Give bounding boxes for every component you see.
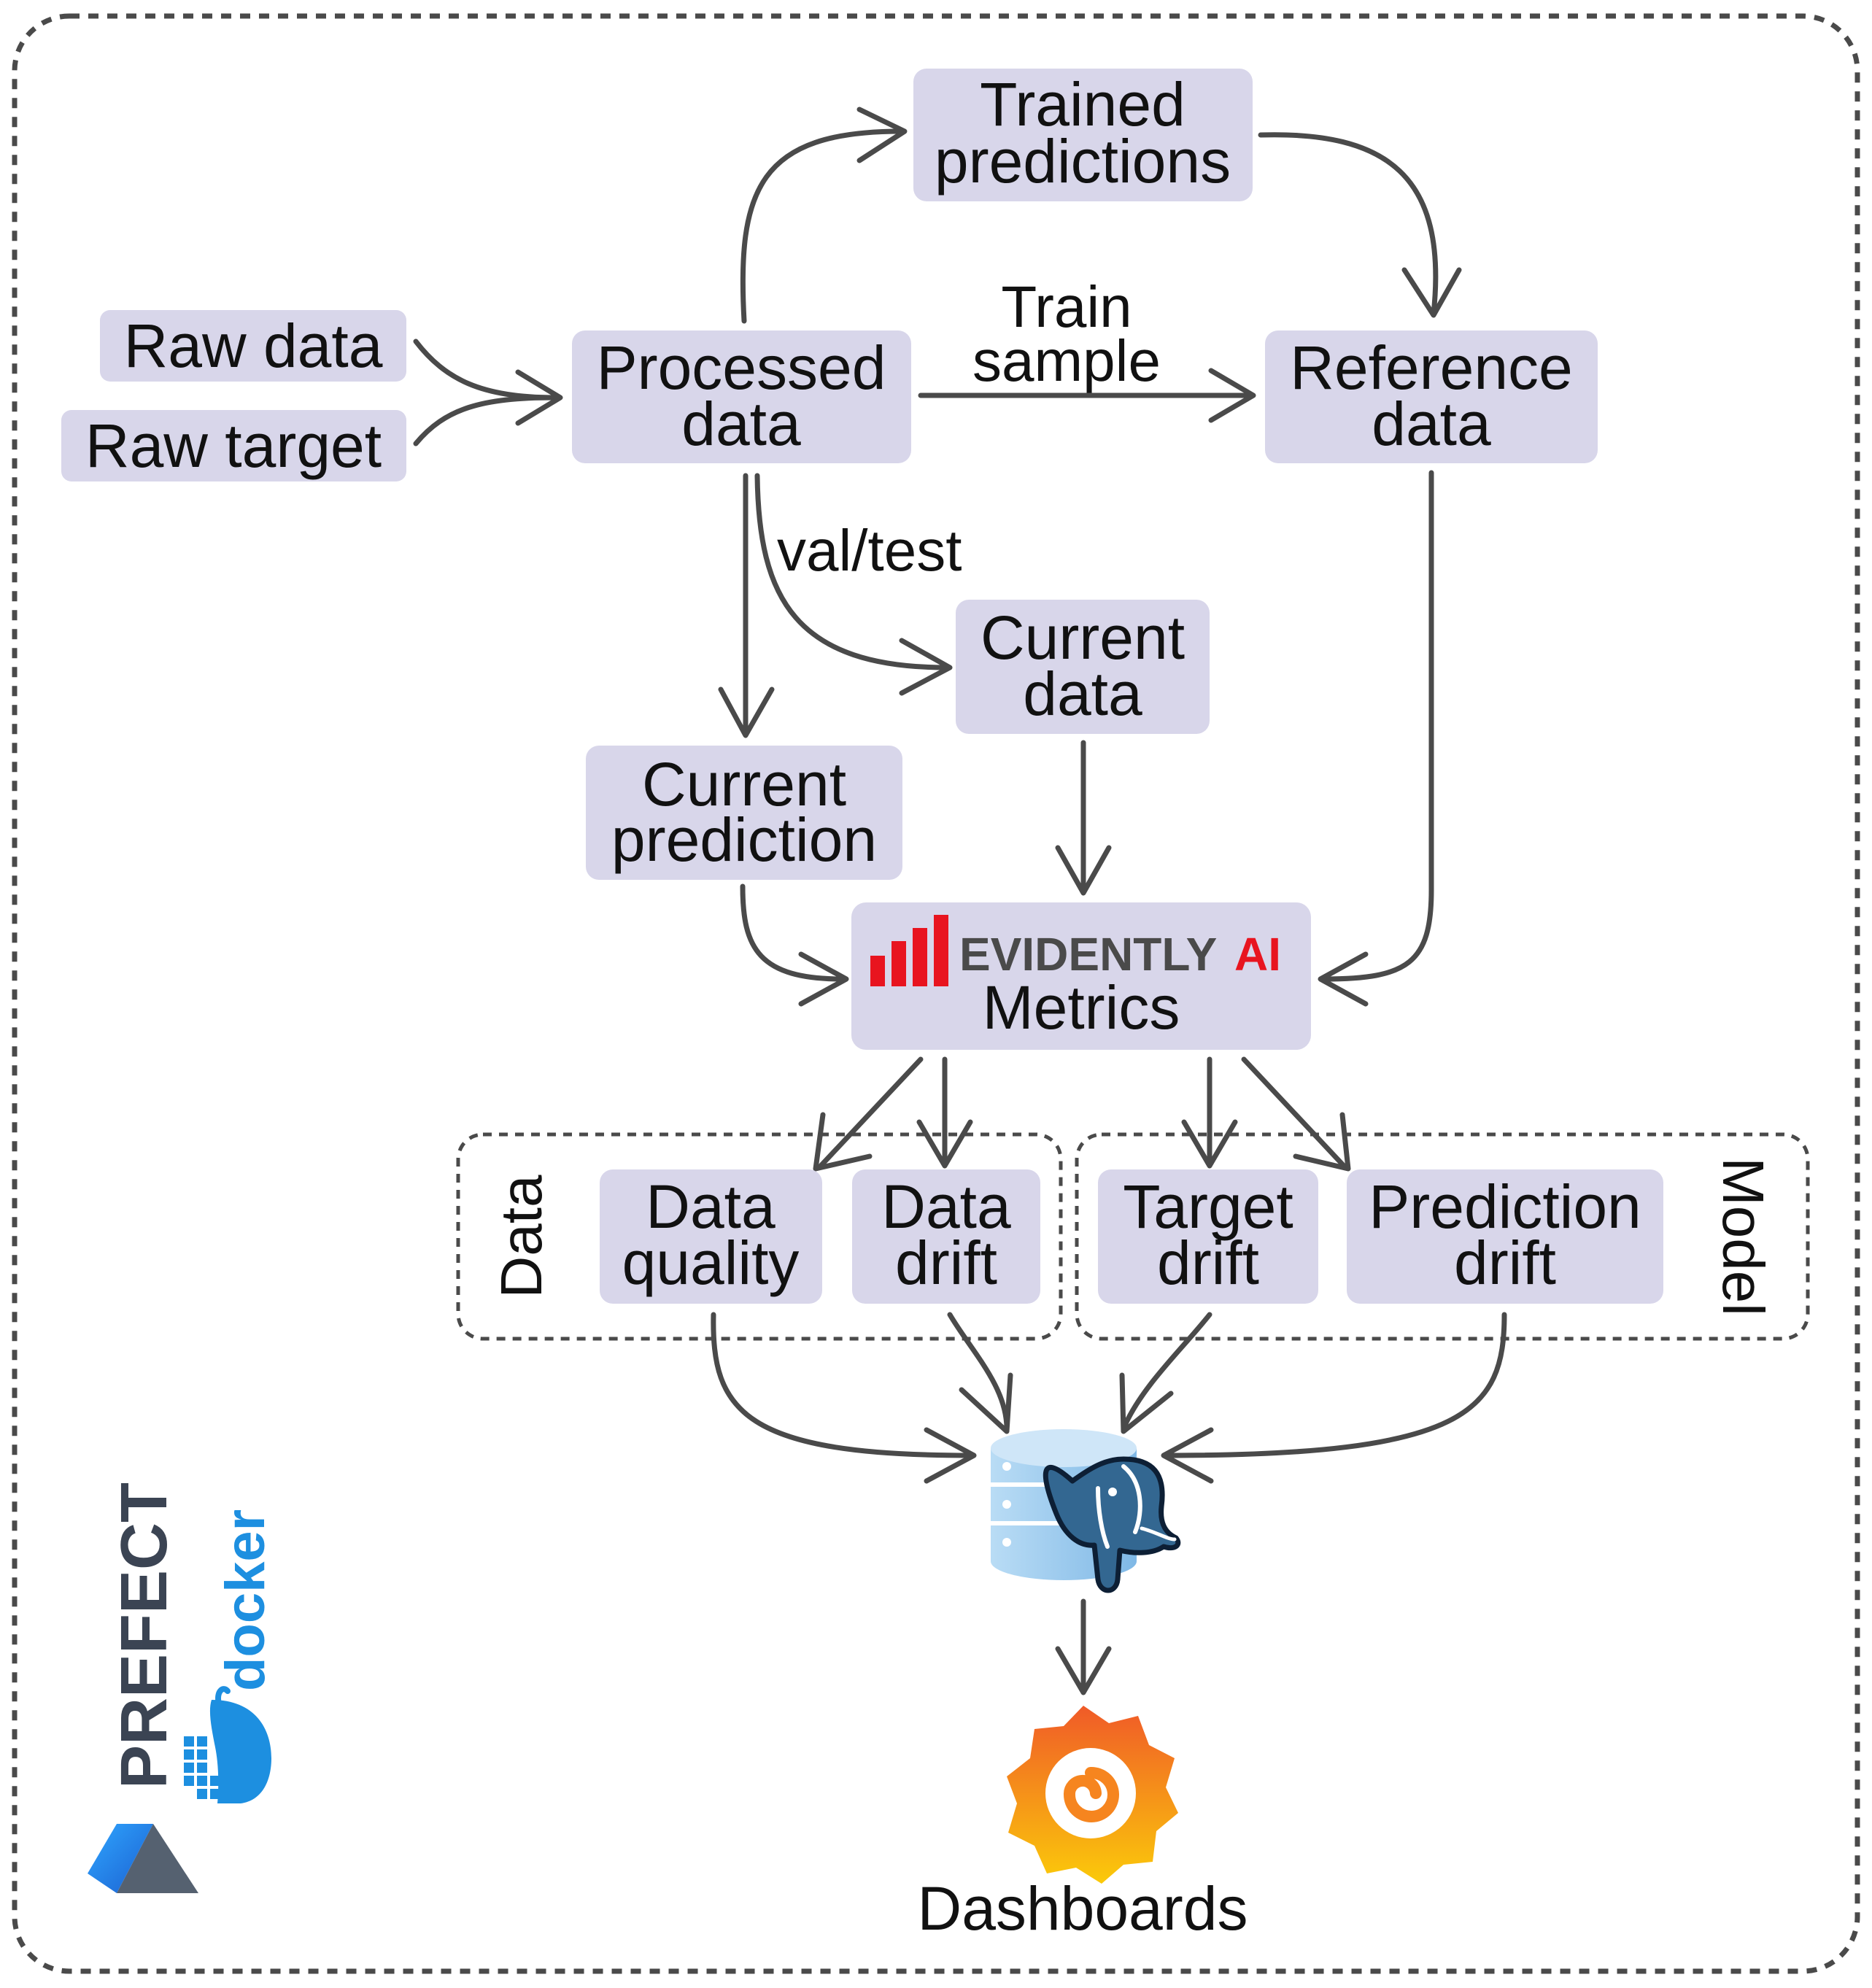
prefect-logo: PREFECT: [88, 1482, 198, 1893]
arrowhead-db-left-in: [924, 1427, 977, 1484]
arrowhead-processed-in: [515, 369, 563, 426]
processed-data-line-1: Processed: [597, 333, 886, 402]
target-drift-line-2: drift: [1157, 1229, 1259, 1297]
processed-data-line-2: data: [681, 390, 801, 458]
edge-prediction-drift-to-db: [1164, 1312, 1507, 1458]
node-prediction-drift: Prediction drift: [1347, 1169, 1663, 1304]
edge-processed-to-trained: [740, 128, 904, 324]
current-data-line-1: Current: [981, 603, 1185, 672]
node-trained-predictions: Trained predictions: [913, 69, 1253, 201]
raw-data-label: Raw data: [124, 312, 383, 380]
arrowhead-reference-in: [1401, 267, 1462, 318]
node-data-drift: Data drift: [852, 1169, 1040, 1304]
docker-wordmark: docker: [214, 1509, 276, 1691]
arrowhead-metrics-right-in: [1318, 951, 1369, 1007]
prediction-drift-line-1: Prediction: [1369, 1172, 1641, 1241]
metrics-label: Metrics: [983, 973, 1180, 1042]
arrowhead-reference-left-in: [1208, 368, 1256, 423]
arrowhead-current-prediction-in: [718, 686, 775, 738]
data-drift-line-2: drift: [895, 1229, 997, 1297]
edge-processed-to-current-data: [754, 473, 950, 670]
node-processed-data: Processed data: [572, 330, 911, 463]
postgresql-elephant-icon: [1043, 1456, 1181, 1593]
evidently-bars-icon: [870, 915, 948, 986]
evidently-ai-mark: AI: [1234, 928, 1281, 981]
data-drift-line-1: Data: [881, 1172, 1011, 1241]
node-current-data: Current data: [956, 600, 1210, 734]
arrowhead-prediction-drift-in: [1293, 1112, 1351, 1172]
arrowhead-target-drift-in: [1181, 1119, 1238, 1169]
val-test-label: val/test: [777, 518, 962, 583]
edge-current-prediction-to-metrics: [740, 883, 846, 982]
node-raw-target: Raw target: [61, 410, 406, 481]
trained-predictions-line-1: Trained: [980, 70, 1186, 139]
evidently-logo: EVIDENTLY AI: [870, 915, 1281, 986]
arrowhead-db-top-left-in: [959, 1372, 1013, 1434]
trained-predictions-line-2: predictions: [935, 127, 1231, 196]
node-target-drift: Target drift: [1098, 1169, 1318, 1304]
edges: [413, 107, 1507, 1695]
current-data-line-2: data: [1023, 660, 1142, 728]
current-prediction-line-2: prediction: [611, 805, 877, 874]
data-quality-line-2: quality: [622, 1229, 800, 1297]
arrowhead-trained-in: [856, 107, 908, 163]
arrowhead-db-top-right-in: [1119, 1372, 1174, 1434]
edge-target-drift-to-db: [1121, 1312, 1212, 1431]
train-sample-label-line-2: sample: [972, 328, 1161, 393]
edge-metrics-to-data-quality: [818, 1056, 924, 1169]
prefect-mark-icon: [88, 1824, 198, 1893]
edge-raw-data-to-processed: [413, 339, 557, 401]
reference-data-line-2: data: [1372, 390, 1491, 458]
raw-target-label: Raw target: [85, 411, 382, 480]
node-current-prediction: Current prediction: [586, 746, 902, 880]
arrowhead-dashboards-in: [1055, 1646, 1112, 1695]
edge-trained-to-reference: [1258, 132, 1439, 317]
node-metrics: EVIDENTLY AI Metrics: [851, 902, 1311, 1050]
edge-reference-to-metrics: [1321, 470, 1434, 982]
arrowhead-current-data-in: [899, 638, 953, 696]
reference-data-line-1: Reference: [1290, 333, 1573, 402]
train-sample-label-line-1: Train: [1001, 274, 1132, 339]
docker-whale-icon: [184, 1686, 271, 1803]
data-group-label: Data: [489, 1175, 554, 1298]
arrowhead-db-right-in: [1161, 1427, 1214, 1484]
model-group-box: [1075, 1132, 1810, 1341]
docker-logo: docker: [184, 1509, 276, 1803]
edge-metrics-to-prediction-drift: [1241, 1056, 1347, 1169]
outer-boundary: [12, 13, 1860, 1974]
node-reference-data: Reference data: [1265, 330, 1598, 463]
arrowhead-data-drift-in: [916, 1119, 973, 1169]
edge-data-quality-to-db: [711, 1312, 973, 1458]
model-group-label: Model: [1711, 1157, 1776, 1316]
arrowhead-data-quality-in: [813, 1112, 873, 1172]
node-data-quality: Data quality: [600, 1169, 822, 1304]
arrowhead-metrics-top-in: [1055, 845, 1112, 896]
edge-data-drift-to-db: [947, 1312, 1010, 1431]
node-raw-data: Raw data: [100, 310, 406, 382]
arrowhead-metrics-left-in: [798, 951, 849, 1007]
prediction-drift-line-2: drift: [1454, 1229, 1556, 1297]
data-group-box: [456, 1132, 1063, 1341]
target-drift-line-1: Target: [1123, 1172, 1293, 1241]
prefect-wordmark: PREFECT: [108, 1482, 181, 1789]
edge-raw-target-to-processed: [413, 395, 557, 446]
current-prediction-line-1: Current: [642, 750, 846, 819]
grafana-icon: [1007, 1706, 1178, 1884]
dashboards-label: Dashboards: [918, 1874, 1248, 1943]
evidently-wordmark: EVIDENTLY: [959, 928, 1217, 981]
data-quality-line-1: Data: [646, 1172, 776, 1241]
